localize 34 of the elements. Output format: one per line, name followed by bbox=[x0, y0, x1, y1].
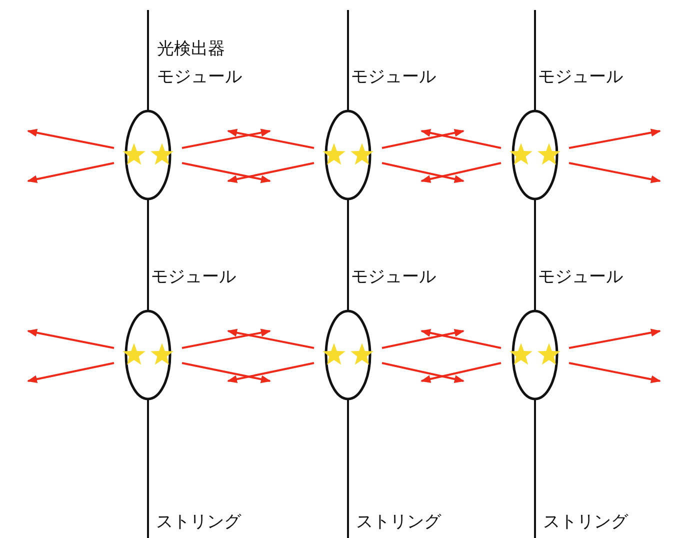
light-ray-arrow bbox=[382, 362, 464, 383]
module-label: 光検出器 bbox=[157, 38, 225, 61]
light-ray-arrow bbox=[182, 128, 271, 149]
light-ray-arrow bbox=[382, 162, 464, 183]
light-ray-arrow bbox=[227, 362, 314, 384]
light-ray-arrow bbox=[420, 162, 502, 183]
module-label: モジュール bbox=[351, 66, 436, 89]
light-ray-arrow bbox=[227, 162, 314, 184]
light-ray-arrow bbox=[568, 328, 661, 349]
light-ray-arrow bbox=[182, 328, 271, 349]
light-ray-arrow bbox=[420, 362, 502, 383]
light-ray-arrow bbox=[227, 128, 314, 149]
light-ray-arrow bbox=[27, 128, 114, 149]
module-label: モジュール bbox=[151, 266, 236, 289]
light-ray-arrow bbox=[420, 328, 502, 349]
light-ray-arrow bbox=[568, 128, 661, 149]
light-ray-arrow bbox=[27, 162, 114, 184]
light-ray-arrow bbox=[182, 362, 271, 384]
module-label: モジュール bbox=[157, 66, 242, 89]
light-ray-arrow bbox=[27, 328, 114, 349]
string-label: ストリング bbox=[543, 511, 628, 534]
light-ray-arrow bbox=[227, 328, 314, 349]
light-ray-arrow bbox=[182, 162, 271, 184]
string-label: ストリング bbox=[156, 511, 241, 534]
string-label: ストリング bbox=[356, 511, 441, 534]
light-ray-arrow bbox=[420, 128, 502, 149]
light-ray-arrow bbox=[27, 362, 114, 384]
light-ray-arrow bbox=[568, 162, 661, 184]
light-ray-arrow bbox=[568, 362, 661, 384]
module-label: モジュール bbox=[351, 266, 436, 289]
module-label: モジュール bbox=[538, 66, 623, 89]
module-label: モジュール bbox=[538, 266, 623, 289]
light-ray-arrow bbox=[382, 328, 464, 349]
light-ray-arrow bbox=[382, 128, 464, 149]
